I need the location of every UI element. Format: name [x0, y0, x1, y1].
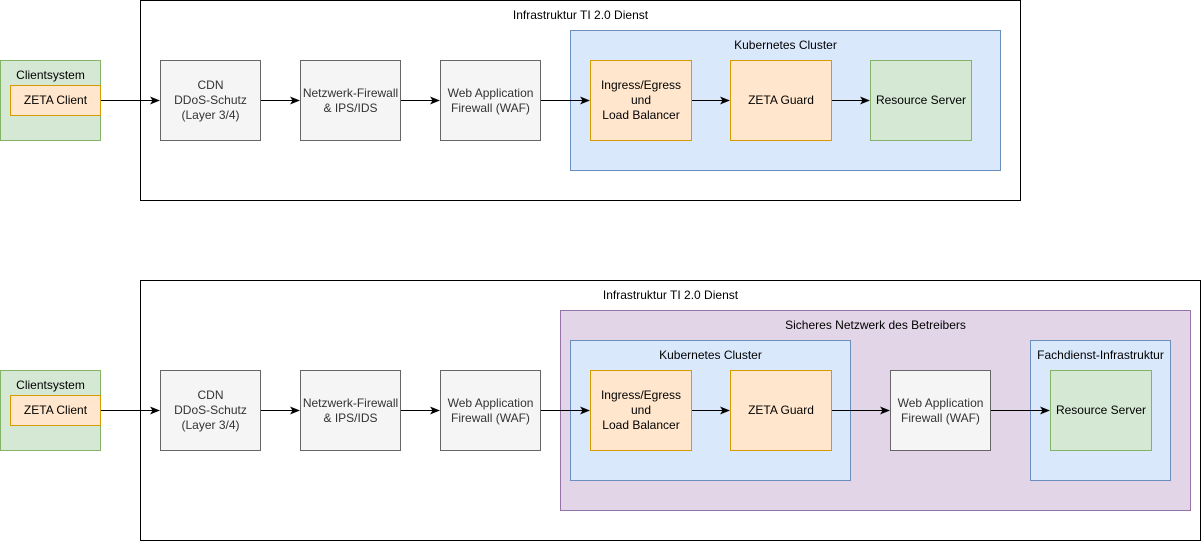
waf-inner-2: Web Application Firewall (WAF) — [890, 370, 991, 451]
zeta-client-label-1: ZETA Client — [23, 93, 88, 107]
cdn-ddos-label-2: CDN DDoS-Schutz (Layer 3/4) — [174, 388, 247, 432]
waf-2: Web Application Firewall (WAF) — [440, 370, 541, 451]
zeta-guard-label-2: ZETA Guard — [748, 403, 814, 417]
ingress-egress-2: Ingress/Egress und Load Balancer — [590, 370, 692, 451]
zeta-guard-label-1: ZETA Guard — [748, 93, 814, 107]
network-firewall-2: Netzwerk-Firewall & IPS/IDS — [300, 370, 401, 451]
infrastructure-title-1: Infrastruktur TI 2.0 Dienst — [512, 8, 649, 22]
client-system-title-2: Clientsystem — [16, 378, 85, 392]
network-firewall-1: Netzwerk-Firewall & IPS/IDS — [300, 60, 401, 141]
network-firewall-label-1: Netzwerk-Firewall & IPS/IDS — [302, 85, 399, 115]
waf-label-2: Web Application Firewall (WAF) — [447, 395, 534, 425]
secure-network-title-2: Sicheres Netzwerk des Betreibers — [785, 318, 966, 332]
ingress-egress-1: Ingress/Egress und Load Balancer — [590, 60, 692, 141]
zeta-guard-2: ZETA Guard — [730, 370, 832, 451]
kubernetes-cluster-title-2: Kubernetes Cluster — [659, 348, 762, 362]
cdn-ddos-1: CDN DDoS-Schutz (Layer 3/4) — [160, 60, 261, 141]
resource-server-1: Resource Server — [870, 60, 972, 141]
ingress-egress-label-1: Ingress/Egress und Load Balancer — [600, 78, 682, 122]
kubernetes-cluster-title-1: Kubernetes Cluster — [734, 38, 837, 52]
ingress-egress-label-2: Ingress/Egress und Load Balancer — [600, 388, 682, 432]
cdn-ddos-label-1: CDN DDoS-Schutz (Layer 3/4) — [174, 78, 247, 122]
network-firewall-label-2: Netzwerk-Firewall & IPS/IDS — [302, 395, 399, 425]
resource-server-label-1: Resource Server — [875, 93, 967, 107]
zeta-client-2: ZETA Client — [10, 395, 101, 426]
infrastructure-title-2: Infrastruktur TI 2.0 Dienst — [602, 288, 739, 302]
cdn-ddos-2: CDN DDoS-Schutz (Layer 3/4) — [160, 370, 261, 451]
waf-1: Web Application Firewall (WAF) — [440, 60, 541, 141]
resource-server-label-2: Resource Server — [1055, 403, 1147, 417]
client-system-title-1: Clientsystem — [16, 68, 85, 82]
zeta-client-label-2: ZETA Client — [23, 403, 88, 417]
fachdienst-infrastructure-title-2: Fachdienst-Infrastruktur — [1037, 348, 1164, 362]
zeta-guard-1: ZETA Guard — [730, 60, 832, 141]
waf-label-1: Web Application Firewall (WAF) — [447, 85, 534, 115]
waf-inner-label-2: Web Application Firewall (WAF) — [897, 395, 984, 425]
zeta-client-1: ZETA Client — [10, 85, 101, 116]
resource-server-2: Resource Server — [1050, 370, 1152, 451]
